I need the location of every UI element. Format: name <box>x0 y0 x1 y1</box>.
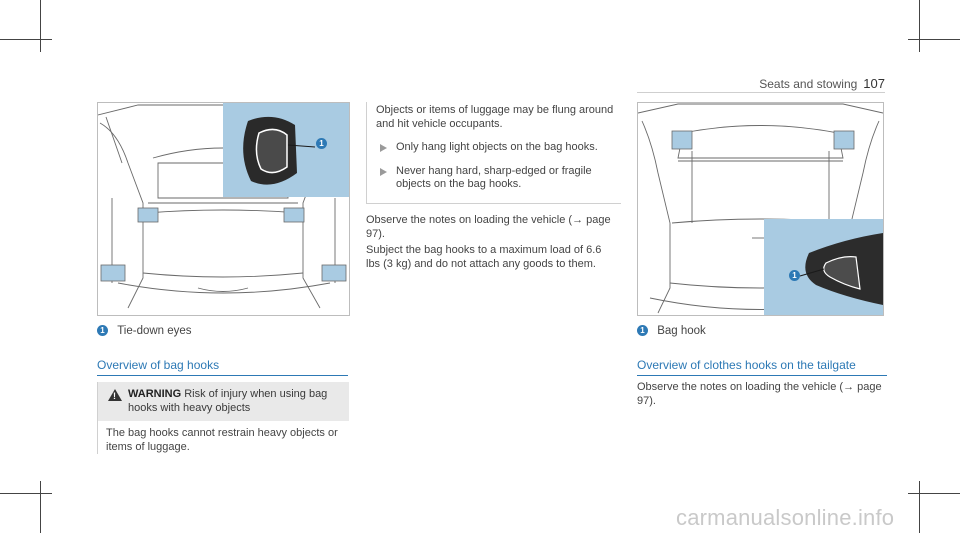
figure-caption: 1 Bag hook <box>637 325 706 337</box>
caption-text: Bag hook <box>657 325 706 337</box>
crop-mark <box>919 481 920 533</box>
subject-paragraph: Subject the bag hooks to a maximum load … <box>366 244 602 270</box>
callout-1: 1 <box>789 270 800 281</box>
section-title: Seats and stowing <box>759 77 858 91</box>
warning-headline: Risk of injury when using bag hooks with… <box>128 388 328 414</box>
caption-text: Tie-down eyes <box>117 325 192 337</box>
crop-mark <box>908 39 960 40</box>
callout-1: 1 <box>97 325 108 337</box>
trunk-illustration-bag-hooks: 1 <box>637 102 884 316</box>
observe-paragraph: Observe the notes on loading the vehicle… <box>637 381 882 407</box>
crop-mark <box>908 493 960 494</box>
crop-mark <box>40 0 41 52</box>
header-rule <box>637 92 885 93</box>
figure-caption: 1 Tie-down eyes <box>97 325 192 337</box>
inset-closeup: 1 <box>764 219 883 315</box>
tie-down-eye-closeup <box>243 116 316 185</box>
bullet-item: Only hang light objects on the bag hooks… <box>376 141 621 155</box>
bag-hook-closeup <box>799 233 883 305</box>
inset-closeup: 1 <box>223 103 349 197</box>
warning-continuation-box: Objects or items of luggage may be flung… <box>366 102 621 204</box>
warning-label: WARNING <box>128 388 182 400</box>
page-number: 107 <box>863 76 885 91</box>
callout-1: 1 <box>637 325 648 337</box>
running-header: Seats and stowing 107 <box>759 76 885 91</box>
trunk-drawing <box>98 104 349 309</box>
crop-mark <box>919 0 920 52</box>
warning-header: WARNING Risk of injury when using bag ho… <box>98 382 349 421</box>
trunk-drawing <box>638 103 883 314</box>
section-heading-clothes-hooks: Overview of clothes hooks on the tailgat… <box>637 358 887 376</box>
crop-mark <box>40 481 41 533</box>
note-text: Objects or items of luggage may be flung… <box>376 104 614 130</box>
watermark[interactable]: carmanualsonline.info <box>676 505 895 530</box>
section-heading-bag-hooks: Overview of bag hooks <box>97 358 348 376</box>
trunk-illustration-tie-down-eyes: 1 <box>97 102 350 316</box>
bullet-item: Never hang hard, sharp-edged or fragile … <box>376 165 621 192</box>
warning-body: The bag hooks cannot restrain heavy obje… <box>106 427 338 453</box>
crop-mark <box>0 493 52 494</box>
crop-mark <box>0 39 52 40</box>
warning-box: WARNING Risk of injury when using bag ho… <box>97 382 349 454</box>
callout-1: 1 <box>316 138 327 149</box>
observe-paragraph: Observe the notes on loading the vehicle… <box>366 214 611 240</box>
warning-triangle-icon <box>108 389 122 404</box>
